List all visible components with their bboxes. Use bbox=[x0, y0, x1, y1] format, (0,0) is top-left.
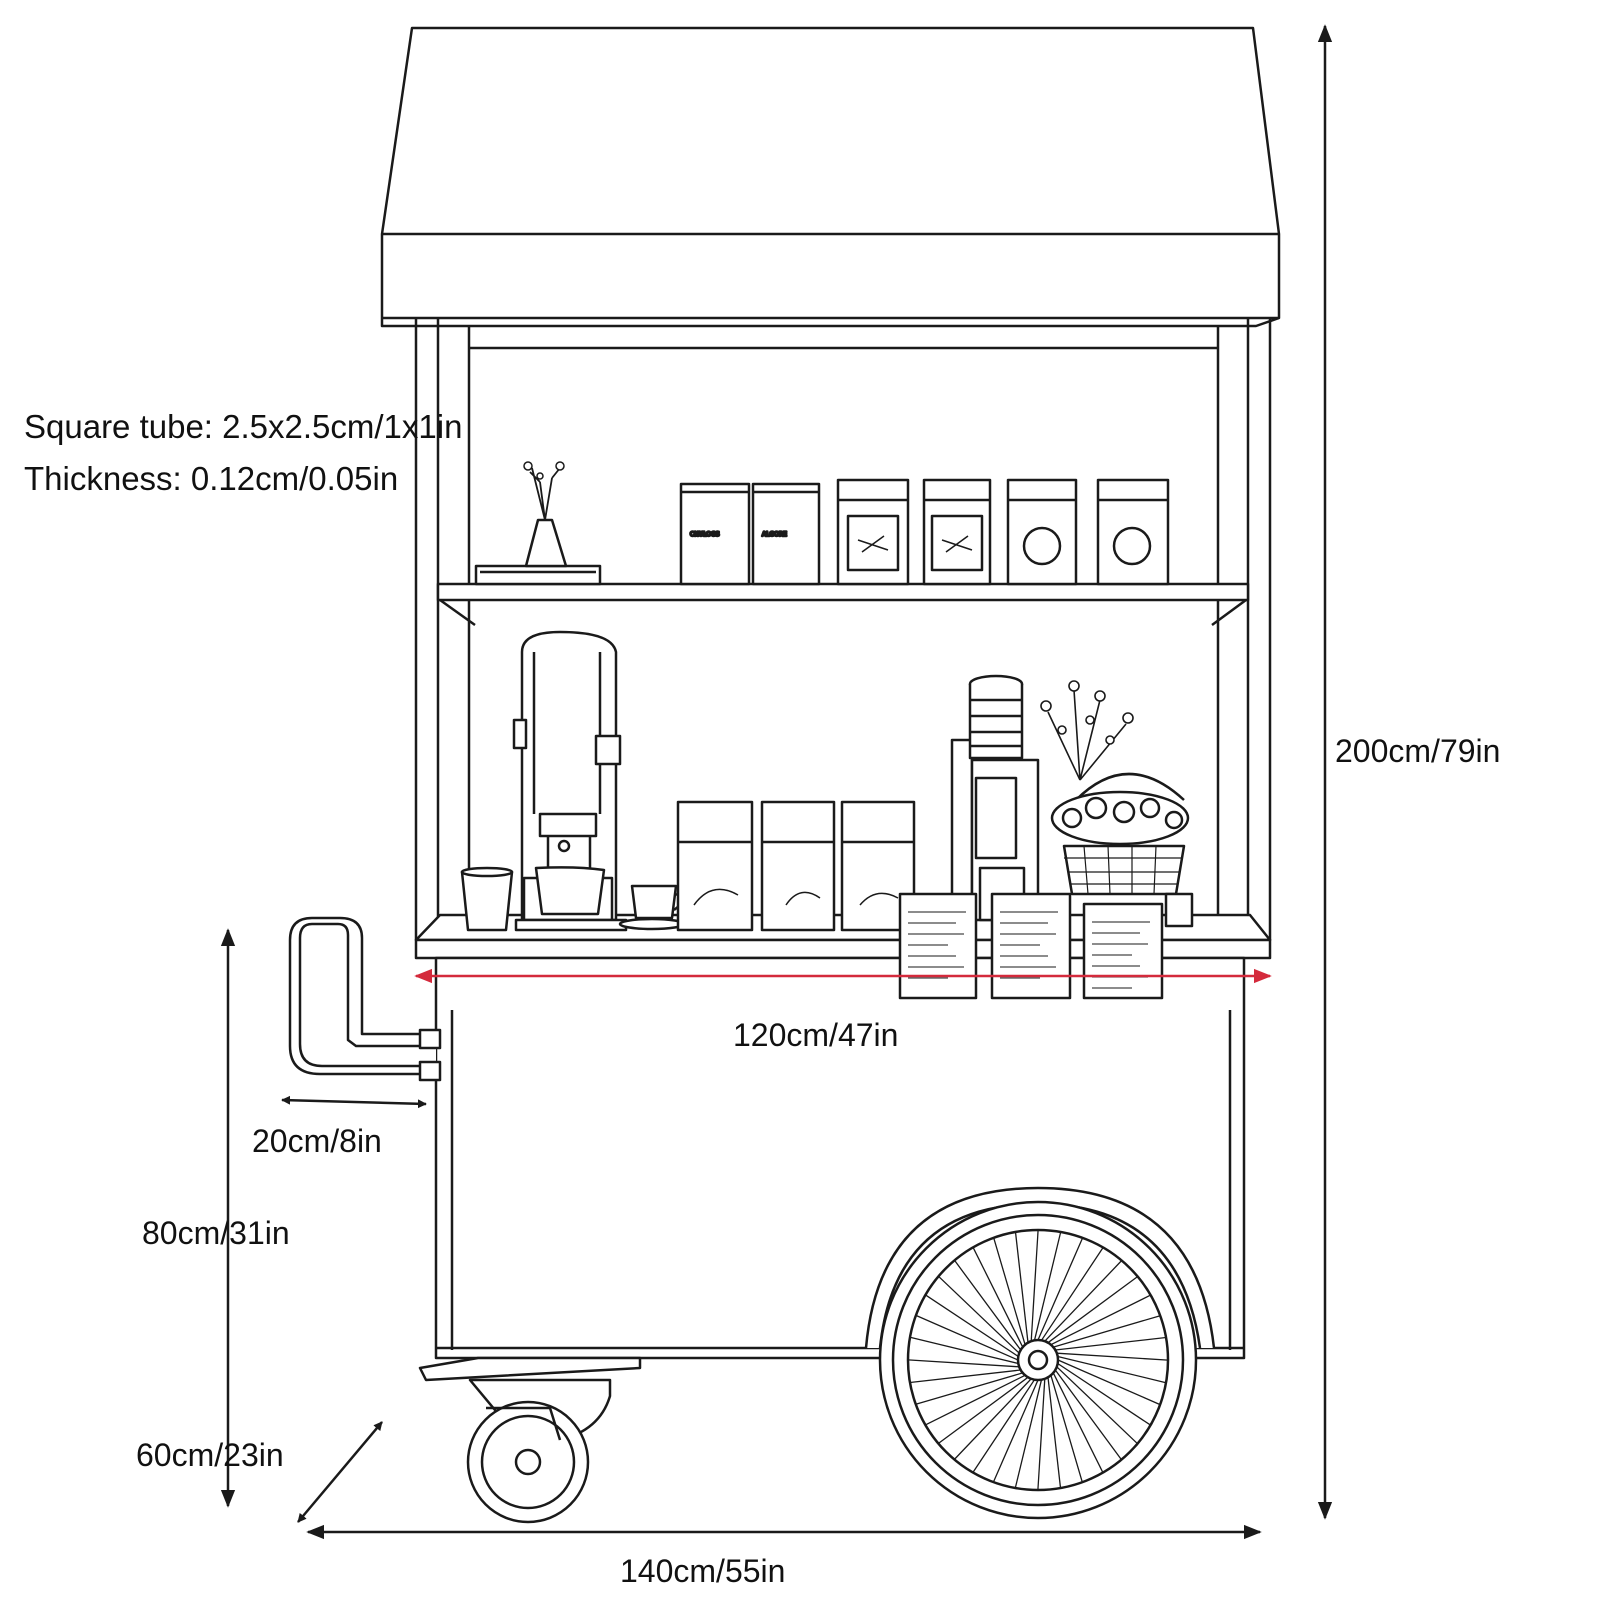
cups bbox=[460, 866, 686, 932]
caster-wheel bbox=[418, 1356, 642, 1524]
wheel-spoke bbox=[925, 1294, 1019, 1358]
svg-text:ALGORE: ALGORE bbox=[762, 531, 787, 538]
product-boxes-upper: CHULOGS ALGORE bbox=[679, 478, 1170, 586]
frame-posts bbox=[414, 318, 1272, 940]
wheel-spoke bbox=[1056, 1352, 1169, 1361]
canopy bbox=[380, 26, 1281, 328]
wheel-spoke bbox=[1053, 1315, 1161, 1348]
wheel-spoke bbox=[953, 1378, 1032, 1460]
wheel-spoke bbox=[915, 1314, 1019, 1361]
wheel-spoke bbox=[1050, 1375, 1083, 1483]
counter-width-label: 120cm/47in bbox=[733, 1017, 898, 1053]
wheel-spoke bbox=[1050, 1294, 1151, 1346]
wheel-spoke bbox=[907, 1359, 1020, 1368]
push-handle bbox=[288, 916, 442, 1082]
wheel-spoke bbox=[1057, 1359, 1161, 1406]
wheel-spoke bbox=[938, 1275, 1020, 1354]
cup-dispenser bbox=[950, 674, 1040, 922]
wheel-spoke bbox=[915, 1372, 1023, 1405]
wheel-spoke bbox=[993, 1237, 1026, 1345]
wheel-spoke bbox=[1052, 1372, 1104, 1473]
wheel-spoke bbox=[1044, 1260, 1123, 1342]
wheel-spoke bbox=[1014, 1231, 1029, 1343]
labels: Square tube: 2.5x2.5cm/1x1in Thickness: … bbox=[24, 408, 1500, 1589]
height-counter-label: 80cm/31in bbox=[142, 1215, 290, 1251]
upper-shelf bbox=[436, 582, 1250, 627]
spec-thickness: Thickness: 0.12cm/0.05in bbox=[24, 460, 398, 497]
wheel-spoke bbox=[953, 1259, 1022, 1351]
coffee-bags-lower bbox=[676, 800, 916, 932]
wheel-spoke bbox=[1033, 1231, 1062, 1341]
wheel-spoke bbox=[1047, 1275, 1139, 1344]
wheel-spoke bbox=[992, 1379, 1039, 1483]
wheel-spoke bbox=[1030, 1229, 1039, 1342]
handle-label: 20cm/8in bbox=[252, 1123, 382, 1159]
wheel-spoke bbox=[1040, 1247, 1104, 1341]
spoked-wheel bbox=[878, 1200, 1198, 1520]
menu-boards bbox=[898, 892, 1164, 1000]
handle-dimension bbox=[281, 1095, 427, 1109]
wheel-spoke bbox=[1056, 1366, 1138, 1445]
spec-tube: Square tube: 2.5x2.5cm/1x1in bbox=[24, 408, 462, 445]
depth-dimension bbox=[297, 1421, 383, 1523]
wheel-spoke bbox=[1057, 1362, 1151, 1426]
wheel-spoke bbox=[972, 1247, 1024, 1348]
wheel-spoke bbox=[1037, 1378, 1046, 1491]
dimension-lines bbox=[220, 24, 1333, 1540]
wheel-spoke bbox=[909, 1369, 1021, 1384]
flower-plant bbox=[1040, 680, 1134, 781]
wheel-spoke bbox=[1054, 1369, 1123, 1461]
wheel-spoke bbox=[1055, 1336, 1167, 1351]
wheel-spoke bbox=[909, 1336, 1019, 1365]
height-total-label: 200cm/79in bbox=[1335, 733, 1500, 769]
flower-basket bbox=[1050, 772, 1194, 928]
wheel-spoke bbox=[972, 1379, 1036, 1473]
wheel-spoke bbox=[1057, 1355, 1167, 1384]
svg-text:CHULOGS: CHULOGS bbox=[690, 531, 720, 538]
cart-drawing: CHULOGS ALGORE bbox=[288, 26, 1281, 1524]
wheel-spoke bbox=[1047, 1377, 1062, 1489]
wheel-spoke bbox=[1037, 1237, 1084, 1341]
wheel-spoke bbox=[937, 1376, 1029, 1445]
coffee-machine bbox=[512, 630, 628, 932]
depth-label: 60cm/23in bbox=[136, 1437, 284, 1473]
vase-with-books bbox=[474, 461, 602, 586]
wheel-spoke bbox=[925, 1374, 1026, 1426]
wheel-spokes bbox=[907, 1229, 1169, 1491]
wheel-spoke bbox=[1014, 1379, 1043, 1489]
length-label: 140cm/55in bbox=[620, 1553, 785, 1589]
